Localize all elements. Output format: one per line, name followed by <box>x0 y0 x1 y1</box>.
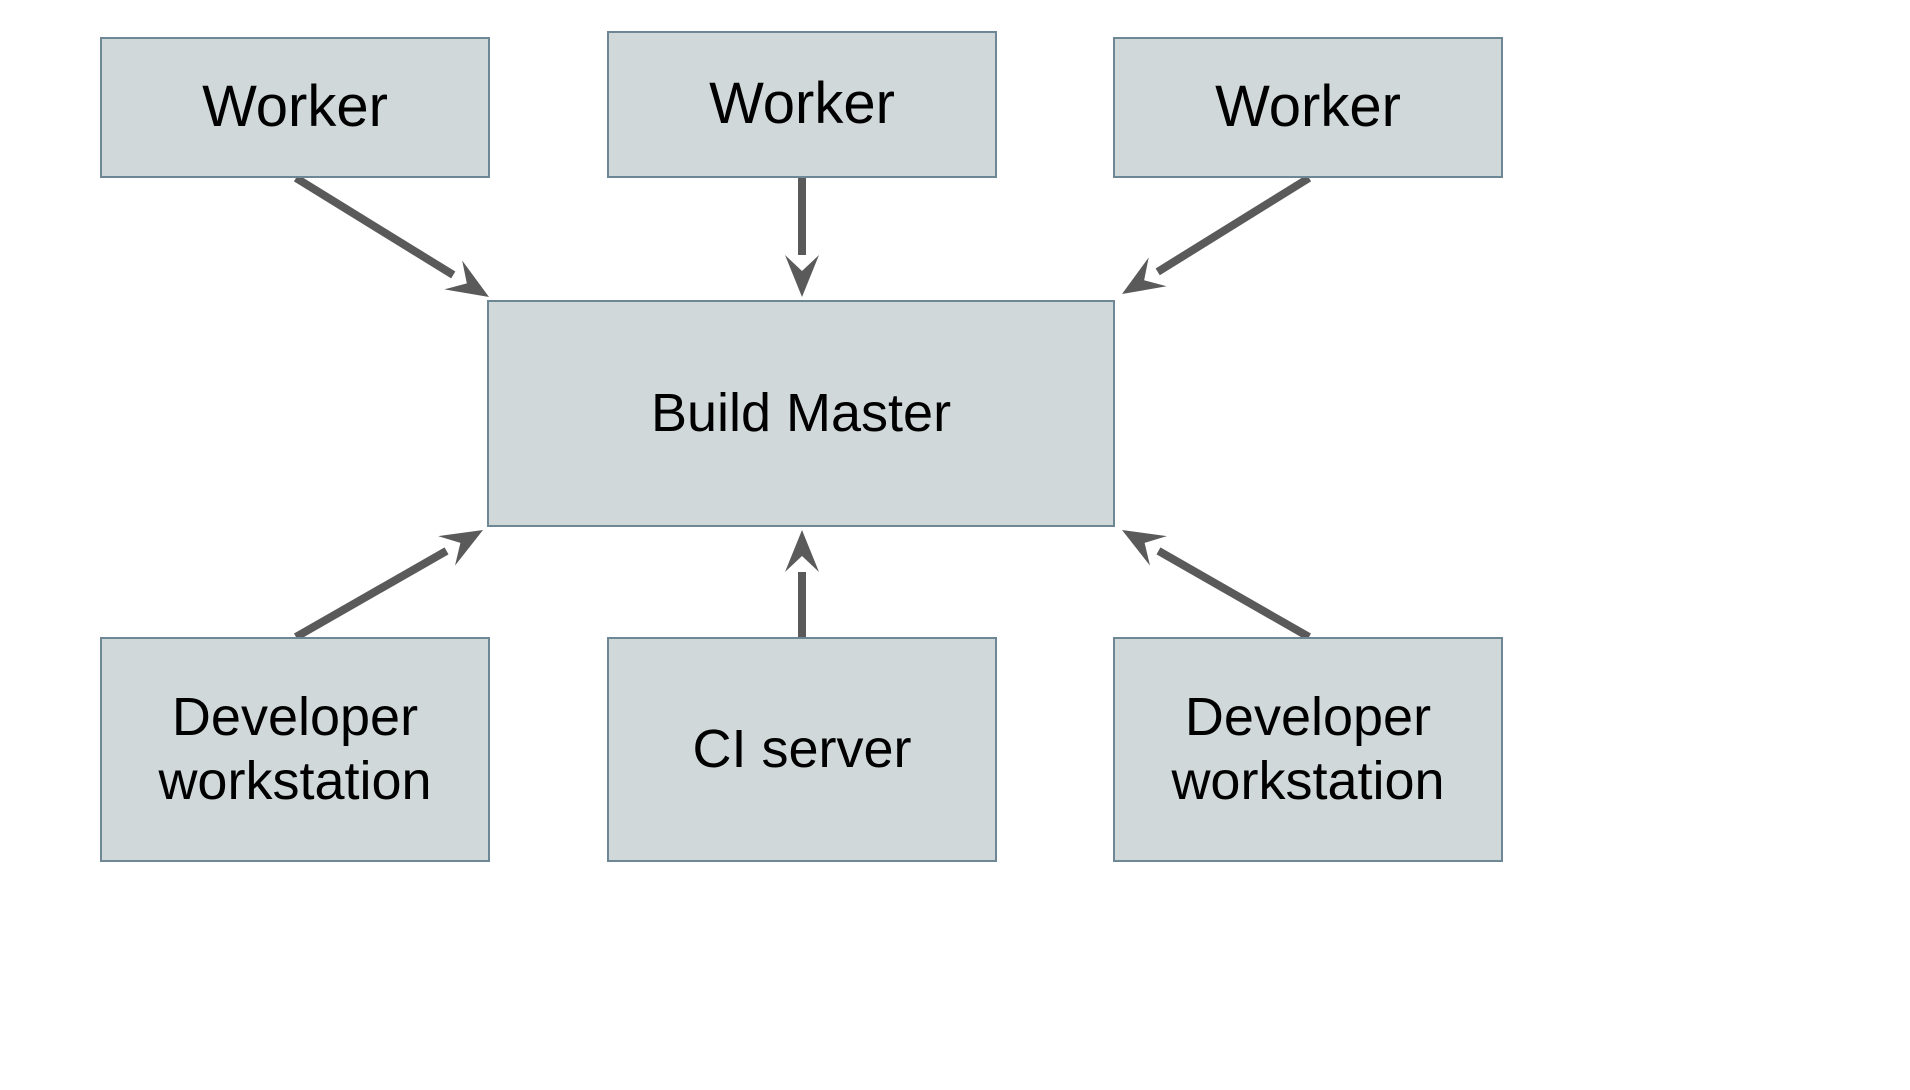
edge-line <box>294 547 449 641</box>
node-label: Worker <box>1215 74 1401 140</box>
edge-worker1-to-master <box>293 174 489 297</box>
edge-ciserver-to-master <box>785 530 819 637</box>
edge-worker3-to-master <box>1122 174 1312 294</box>
node-label: Worker <box>709 71 895 137</box>
edge-arrowhead-icon <box>785 530 819 572</box>
node-worker-3[interactable]: Worker <box>1113 37 1503 178</box>
node-label: CI server <box>692 718 912 779</box>
node-label: Developer workstation <box>1171 686 1445 811</box>
edge-arrowhead-icon <box>1122 530 1167 566</box>
node-worker-1[interactable]: Worker <box>100 37 490 178</box>
node-worker-2[interactable]: Worker <box>607 31 997 178</box>
edge-arrowhead-icon <box>1122 257 1167 294</box>
edge-devworkstation-left-to-master <box>294 530 483 641</box>
edge-line <box>1156 547 1311 641</box>
node-label: Developer workstation <box>158 686 432 811</box>
node-label: Build Master <box>650 382 952 443</box>
edge-arrowhead-icon <box>785 255 819 297</box>
node-developer-workstation-left[interactable]: Developer workstation <box>100 637 490 862</box>
edge-line <box>1155 174 1312 276</box>
edge-arrowhead-icon <box>438 530 483 566</box>
node-label: Worker <box>202 74 388 140</box>
edge-devworkstation-right-to-master <box>1122 530 1311 641</box>
edge-worker2-to-master <box>785 178 819 297</box>
node-build-master[interactable]: Build Master <box>487 300 1115 527</box>
edge-line <box>293 174 456 279</box>
node-ci-server[interactable]: CI server <box>607 637 997 862</box>
node-developer-workstation-right[interactable]: Developer workstation <box>1113 637 1503 862</box>
edge-arrowhead-icon <box>444 260 489 297</box>
